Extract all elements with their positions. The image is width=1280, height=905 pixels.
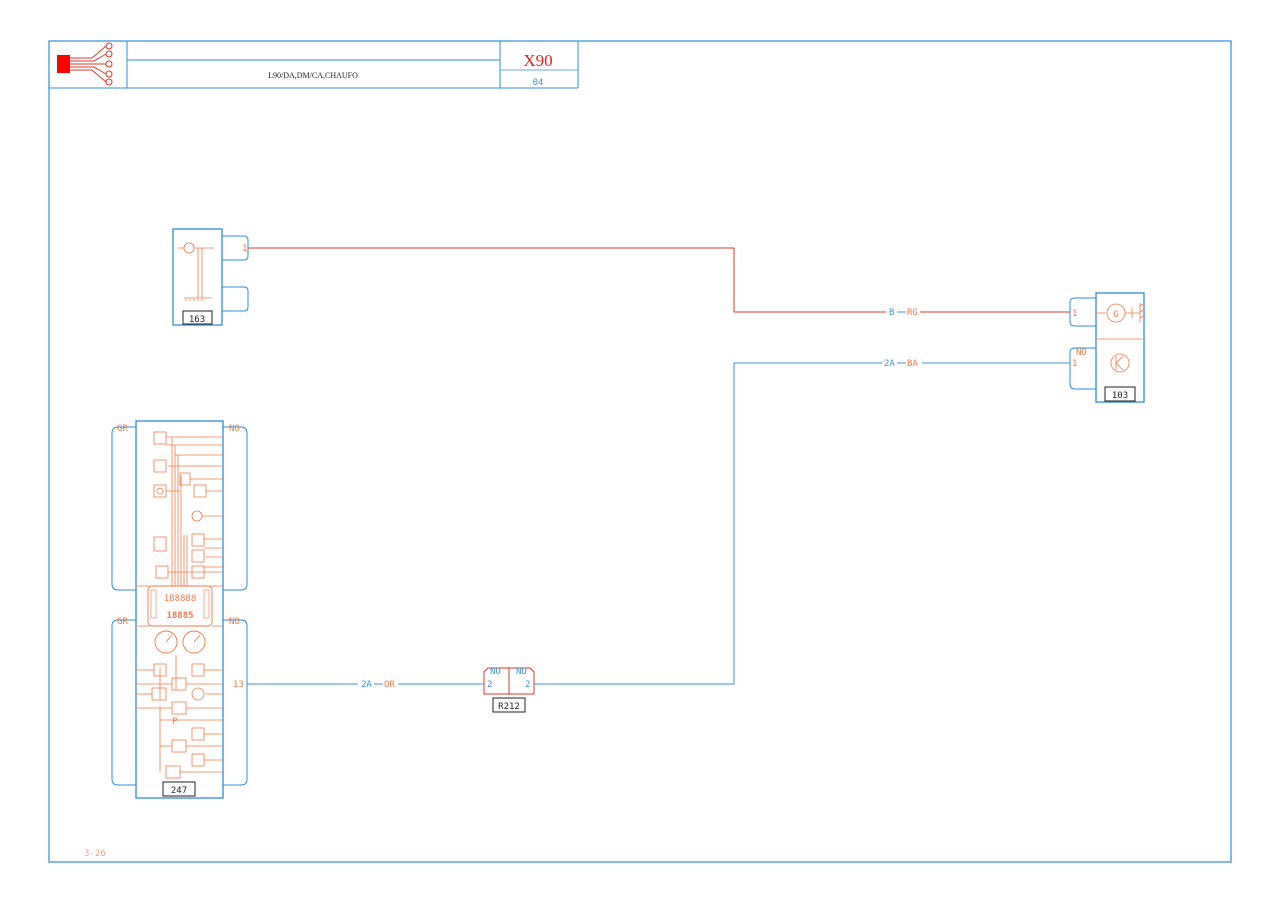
header-sheet: 04 <box>533 78 544 88</box>
header-model: X90 <box>523 51 552 70</box>
title-block: L90/DA,DM/CA,CHAUFO X90 04 <box>49 41 579 89</box>
wire-2a-ba: 2A BA <box>534 357 1070 685</box>
component-163-label: 163 <box>189 315 205 325</box>
wire-b-rg-b: RG <box>907 308 918 318</box>
wire-2a-or-a: 2A <box>361 680 372 690</box>
wire-2a-or-b: OR <box>384 680 395 690</box>
cluster-odometer: 188888 <box>164 594 197 604</box>
c247-gr-bot: GR <box>117 617 128 627</box>
component-247-label: 247 <box>171 786 187 796</box>
component-163: 163 1 <box>172 228 249 326</box>
wire-b-rg: B RG <box>248 247 1070 318</box>
c247-no-top: NO <box>229 424 240 434</box>
component-103-label: 103 <box>1112 391 1128 401</box>
r212-label: R212 <box>498 702 520 712</box>
sheet-frame <box>48 40 1232 863</box>
cluster-display-value: 18885 <box>166 611 193 621</box>
harness-logo-icon <box>57 42 113 86</box>
component-103-pin-k: 1 <box>1072 359 1077 369</box>
wire-2a-ba-b: BA <box>907 359 918 369</box>
gauge-icon <box>154 630 206 654</box>
c247-gr-top: GR <box>117 424 128 434</box>
sensor-k-icon <box>1110 353 1130 373</box>
cluster-aux-text: P <box>172 717 178 727</box>
wire-b-rg-a: B <box>889 308 894 318</box>
component-247: 247 GR NO GR NO 13 <box>111 420 248 799</box>
generator-icon: G <box>1096 303 1144 323</box>
c247-no-bot: NO <box>229 617 240 627</box>
component-103: 103 G 1 NO 1 <box>1069 292 1145 403</box>
motor-icon <box>178 242 214 301</box>
component-103-pin-g: 1 <box>1072 309 1077 319</box>
c247-pin-13: 13 <box>233 680 244 690</box>
r212-right-conn: NO <box>516 667 527 677</box>
component-103-conn: NO <box>1076 348 1087 358</box>
warning-lamp-icon <box>151 431 207 779</box>
page-ref: 3-26 <box>84 849 106 859</box>
svg-text:G: G <box>1113 310 1118 320</box>
component-r212: R212 NO NO 2 2 <box>483 667 535 713</box>
component-163-pin: 1 <box>242 244 247 254</box>
cluster-display: 188888 18885 <box>147 585 213 627</box>
wire-2a-ba-a: 2A <box>884 359 895 369</box>
cluster-internal-wiring <box>136 436 223 773</box>
r212-left-pin: 2 <box>487 680 492 690</box>
header-subtitle: L90/DA,DM/CA,CHAUFO <box>268 71 358 80</box>
wire-2a-or: 2A OR <box>247 678 484 690</box>
r212-right-pin: 2 <box>525 680 530 690</box>
r212-left-conn: NO <box>490 667 501 677</box>
